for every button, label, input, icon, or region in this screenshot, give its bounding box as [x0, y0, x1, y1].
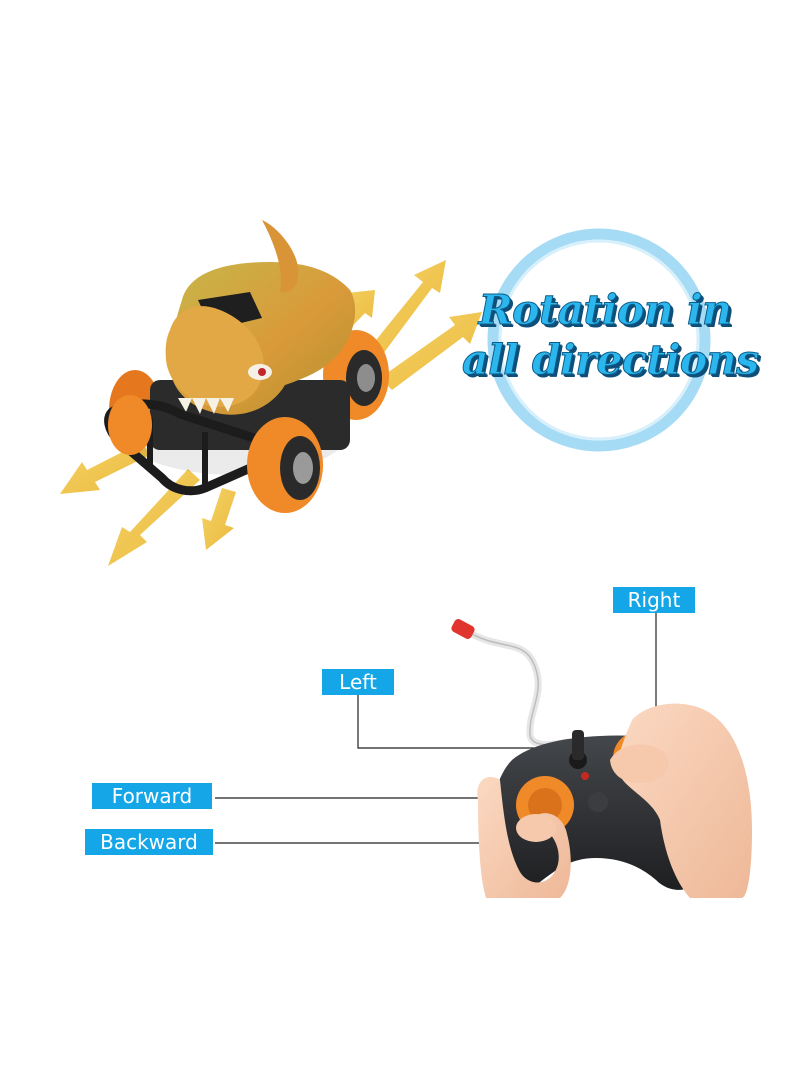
- antenna-tip: [451, 619, 475, 639]
- dino-horn: [262, 220, 299, 293]
- wheel-front-left: [108, 395, 152, 455]
- arrow-down-left-2: [108, 469, 200, 566]
- label-right: Right: [613, 587, 695, 613]
- arrow-up-right-3: [380, 312, 482, 390]
- left-callout-line: [357, 695, 612, 749]
- label-backward: Backward: [85, 829, 213, 855]
- arrow-down-left-3: [202, 488, 236, 550]
- left-hand: [477, 776, 571, 898]
- headline-line-2: all directions: [462, 336, 760, 385]
- wheel-front-right: [247, 417, 323, 513]
- label-left: Left: [322, 669, 394, 695]
- dino-snout: [165, 306, 264, 407]
- remote-controller: [451, 619, 752, 898]
- rotation-circle: [487, 228, 711, 452]
- headline-line-1: Rotation in: [478, 286, 732, 335]
- direction-arrows: [60, 260, 482, 566]
- arrow-up-right-2: [368, 260, 446, 358]
- dinosaur-rc-car: [104, 220, 389, 513]
- arrow-down-left-1: [60, 442, 150, 494]
- label-forward: Forward: [92, 783, 212, 809]
